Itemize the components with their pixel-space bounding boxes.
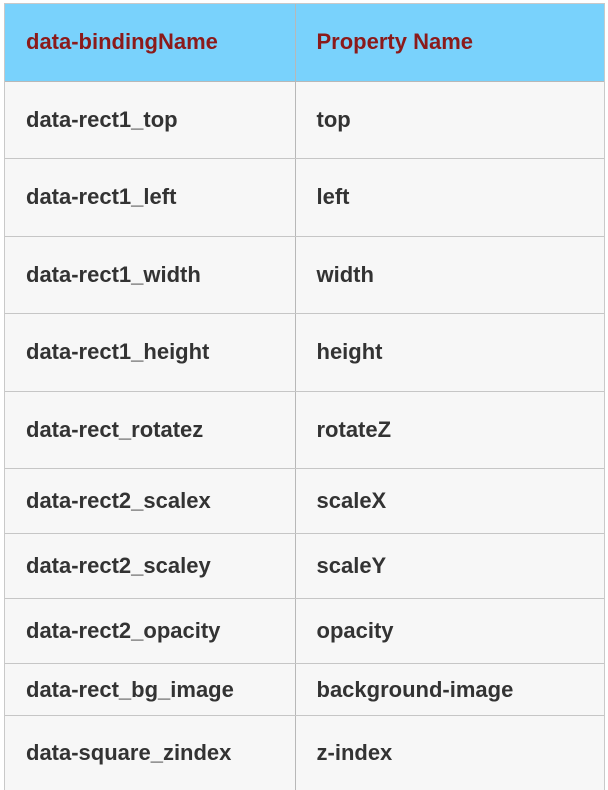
binding-table: data-bindingName Property Name data-rect… xyxy=(4,3,605,790)
binding-table-grid: data-bindingName Property Name data-rect… xyxy=(5,4,604,790)
cell-binding-name: data-square_zindex xyxy=(5,715,295,790)
header-binding-name: data-bindingName xyxy=(5,4,295,82)
cell-property-name: scaleY xyxy=(294,533,604,599)
cell-property-name: scaleX xyxy=(294,468,604,534)
cell-property-name: rotateZ xyxy=(294,391,604,469)
cell-binding-name: data-rect1_height xyxy=(5,313,295,392)
cell-binding-name: data-rect2_opacity xyxy=(5,598,295,664)
table-row: data-rect1_top top xyxy=(5,81,604,159)
table-row: data-rect1_height height xyxy=(5,313,604,392)
cell-binding-name: data-rect2_scalex xyxy=(5,468,295,534)
cell-property-name: left xyxy=(294,158,604,237)
cell-property-name: top xyxy=(294,81,604,159)
cell-property-name: background-image xyxy=(294,663,604,716)
cell-property-name: height xyxy=(294,313,604,392)
table-row: data-rect2_scaley scaleY xyxy=(5,533,604,599)
table-row: data-rect1_width width xyxy=(5,236,604,314)
table-row: data-rect1_left left xyxy=(5,158,604,237)
cell-binding-name: data-rect_rotatez xyxy=(5,391,295,469)
cell-binding-name: data-rect2_scaley xyxy=(5,533,295,599)
cell-binding-name: data-rect1_width xyxy=(5,236,295,314)
cell-property-name: z-index xyxy=(294,715,604,790)
table-row: data-rect2_opacity opacity xyxy=(5,598,604,664)
cell-binding-name: data-rect_bg_image xyxy=(5,663,295,716)
table-row: data-square_zindex z-index xyxy=(5,715,604,790)
cell-property-name: width xyxy=(294,236,604,314)
table-row: data-rect_rotatez rotateZ xyxy=(5,391,604,469)
cell-binding-name: data-rect1_left xyxy=(5,158,295,237)
table-header-row: data-bindingName Property Name xyxy=(5,4,604,82)
header-property-name: Property Name xyxy=(294,4,604,82)
table-row: data-rect_bg_image background-image xyxy=(5,663,604,716)
table-row: data-rect2_scalex scaleX xyxy=(5,468,604,534)
cell-property-name: opacity xyxy=(294,598,604,664)
cell-binding-name: data-rect1_top xyxy=(5,81,295,159)
